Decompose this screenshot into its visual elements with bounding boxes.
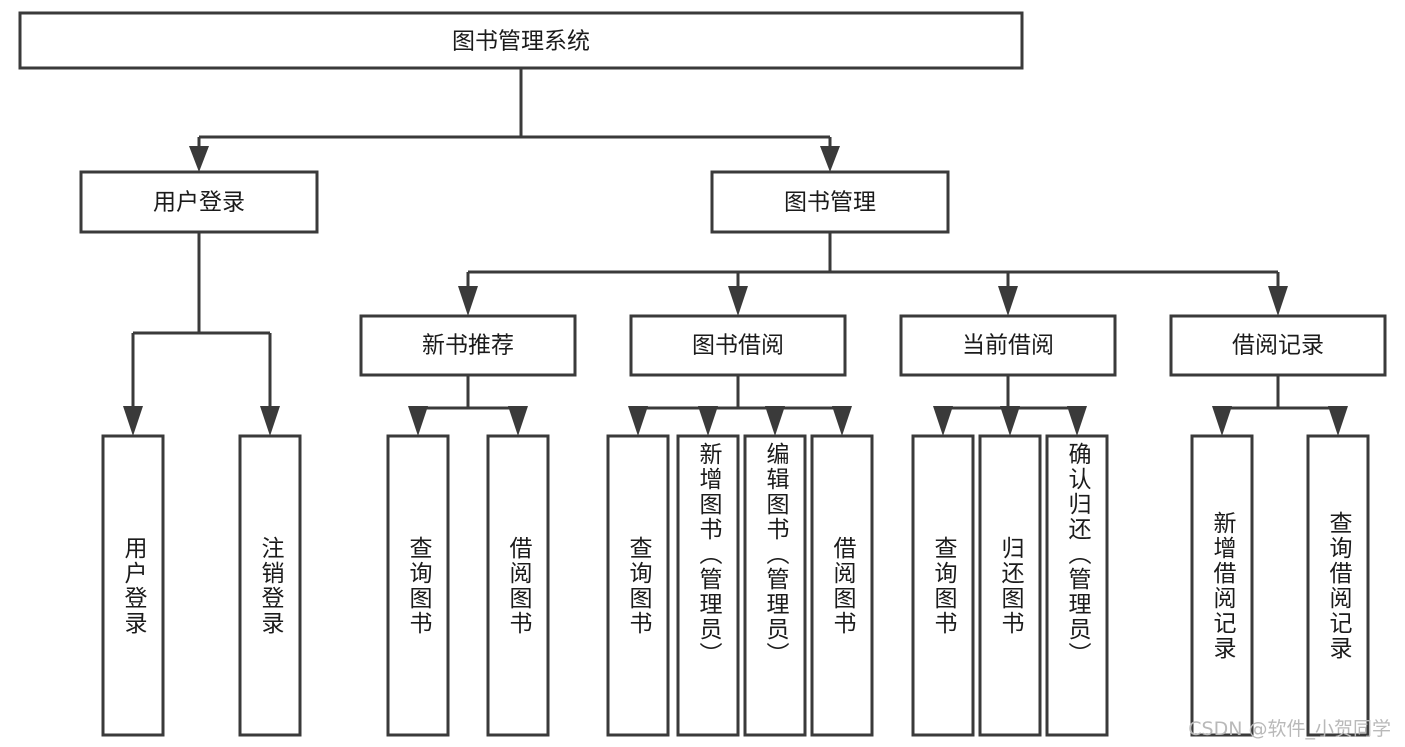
arrow-leaf-user-login — [123, 406, 143, 436]
arrow-new-book-recommend — [458, 286, 478, 316]
leaf-box-cb-return-book[interactable] — [978, 434, 1042, 737]
arrow-bb-leaf-4 — [832, 406, 852, 436]
node-book-manage[interactable]: 图书管理 — [710, 170, 950, 234]
connectors-new-book-to-leaves — [408, 375, 528, 436]
leaf-box-bb-query-book[interactable] — [606, 434, 670, 737]
arrow-nb-leaf-2 — [508, 406, 528, 436]
user-login-label: 用户登录 — [153, 190, 245, 216]
leaf-box-cb-confirm-return[interactable] — [1045, 434, 1109, 737]
book-borrow-box[interactable] — [629, 314, 847, 377]
borrow-record-box[interactable] — [1169, 314, 1387, 377]
arrow-cb-leaf-1 — [933, 406, 953, 436]
current-borrow-label: 当前借阅 — [962, 333, 1054, 359]
node-current-borrow[interactable]: 当前借阅 — [899, 314, 1117, 377]
connectors-current-borrow-to-leaves — [933, 375, 1087, 436]
leaf-box-bb-borrow-book[interactable] — [810, 434, 874, 737]
connectors-root-to-level2 — [189, 68, 840, 172]
new-book-recommend-box[interactable] — [359, 314, 577, 377]
leaf-box-logout[interactable] — [238, 434, 302, 737]
node-user-login[interactable]: 用户登录 — [79, 170, 319, 234]
watermark-text: CSDN @软件_小贺同学 — [1188, 718, 1391, 740]
user-login-box[interactable] — [79, 170, 319, 234]
arrow-user-login — [189, 146, 209, 172]
arrow-bb-leaf-1 — [628, 406, 648, 436]
leaf-box-bb-add-book[interactable] — [676, 434, 740, 737]
arrow-br-leaf-1 — [1212, 406, 1232, 436]
arrow-borrow-record — [1268, 286, 1288, 316]
arrow-book-borrow — [728, 286, 748, 316]
node-new-book-recommend[interactable]: 新书推荐 — [359, 314, 577, 377]
node-borrow-record[interactable]: 借阅记录 — [1169, 314, 1387, 377]
new-book-recommend-label: 新书推荐 — [422, 333, 514, 359]
arrow-book-manage — [820, 146, 840, 172]
arrow-br-leaf-2 — [1328, 406, 1348, 436]
leaf-box-nb-query-book[interactable] — [386, 434, 450, 737]
book-manage-box[interactable] — [710, 170, 950, 234]
leaf-box-bb-edit-book[interactable] — [743, 434, 807, 737]
current-borrow-box[interactable] — [899, 314, 1117, 377]
arrow-current-borrow — [998, 286, 1018, 316]
book-borrow-label: 图书借阅 — [692, 333, 784, 359]
root-box[interactable] — [18, 11, 1024, 70]
arrow-leaf-logout — [260, 406, 280, 436]
node-book-borrow[interactable]: 图书借阅 — [629, 314, 847, 377]
arrow-cb-leaf-2 — [1000, 406, 1020, 436]
leaf-box-user-login[interactable] — [101, 434, 165, 737]
root-label: 图书管理系统 — [452, 29, 590, 55]
arrow-cb-leaf-3 — [1067, 406, 1087, 436]
leaf-box-nb-borrow-book[interactable] — [486, 434, 550, 737]
leaf-box-br-query-record[interactable] — [1306, 434, 1370, 737]
arrow-nb-leaf-1 — [408, 406, 428, 436]
node-root[interactable]: 图书管理系统 — [18, 11, 1024, 70]
borrow-record-label: 借阅记录 — [1232, 333, 1324, 359]
arrow-bb-leaf-3 — [765, 406, 785, 436]
connectors-book-borrow-to-leaves — [628, 375, 852, 436]
connectors-book-manage-to-level3 — [458, 232, 1288, 316]
connectors-user-login-to-leaves — [123, 232, 280, 436]
leaf-box-cb-query-book[interactable] — [911, 434, 975, 737]
book-manage-label: 图书管理 — [784, 190, 876, 216]
arrow-bb-leaf-2 — [698, 406, 718, 436]
leaf-box-br-add-record[interactable] — [1190, 434, 1254, 737]
connectors-borrow-record-to-leaves — [1212, 375, 1348, 436]
